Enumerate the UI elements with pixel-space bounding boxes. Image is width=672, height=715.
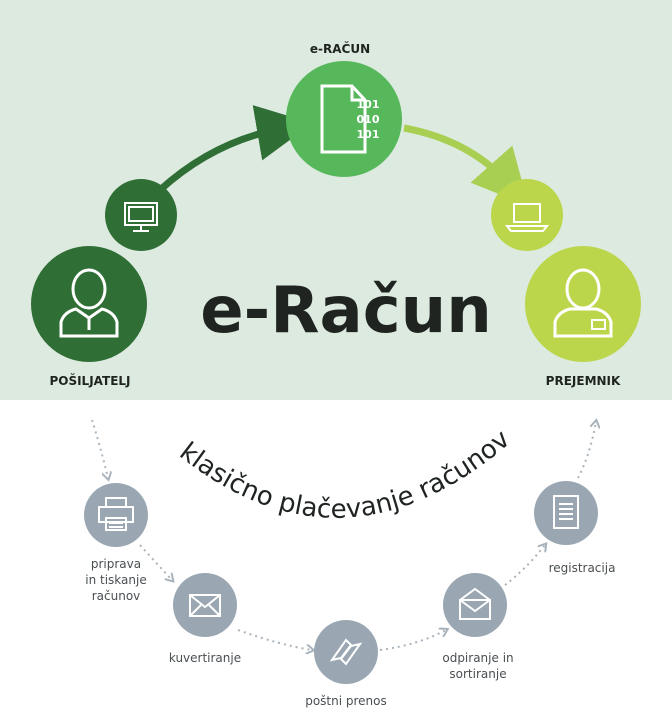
binary-line-2: 010 [357,113,380,126]
step-enveloping-label: kuvertiranje [169,651,241,665]
person-icon [59,268,119,338]
main-title: e-Račun [200,274,492,348]
receiver-computer-circle [491,179,563,251]
step-postal-label: poštni prenos [305,694,387,708]
monitor-icon [124,202,158,232]
document-icon [320,84,367,154]
receiver-circle [525,246,641,362]
document-list-icon [553,495,579,529]
step-enveloping: kuvertiranje [169,573,241,665]
receiver-computer [491,179,563,251]
step-registration-label: registracija [549,561,616,575]
sender-label: POŠILJATELJ [49,373,130,388]
binary-line-1: 101 [357,98,380,111]
receiver-person [525,246,641,362]
step-opening-label-2: sortiranje [449,667,506,681]
sender-circle [31,246,147,362]
laptop-icon [504,203,550,232]
step-postal: poštni prenos [305,620,387,708]
step-printing-label-3: računov [92,589,141,603]
send-arrow [157,105,313,193]
printer-icon [98,497,134,531]
receive-arrow [403,124,529,206]
step-printing-label-1: priprava [91,557,141,571]
e-racun-hub: 101 010 101 [286,61,402,177]
sender-computer [105,179,177,251]
step-printing: priprava in tiskanje računov [84,483,148,603]
receiver-label: PREJEMNIK [546,374,621,388]
transfer-arrows-icon [329,638,363,666]
sender-person [31,246,147,362]
open-envelope-icon [459,587,491,620]
classic-flow-lines [91,420,596,650]
binary-line-3: 101 [357,128,380,141]
step-registration: registracija [534,481,615,575]
hub-circle [286,61,402,177]
step-enveloping-circle [173,573,237,637]
step-printing-label-2: in tiskanje [85,573,146,587]
step-opening-label-1: odpiranje in [442,651,513,665]
step-printing-circle [84,483,148,547]
envelope-icon [189,594,221,617]
hub-label: e-RAČUN [310,41,370,56]
step-opening-circle [443,573,507,637]
sender-computer-circle [105,179,177,251]
step-opening: odpiranje in sortiranje [442,573,514,681]
classic-title-path: klasično plačevanje računov [174,424,516,525]
person-icon [553,268,613,338]
classic-title: klasično plačevanje računov [174,424,516,525]
